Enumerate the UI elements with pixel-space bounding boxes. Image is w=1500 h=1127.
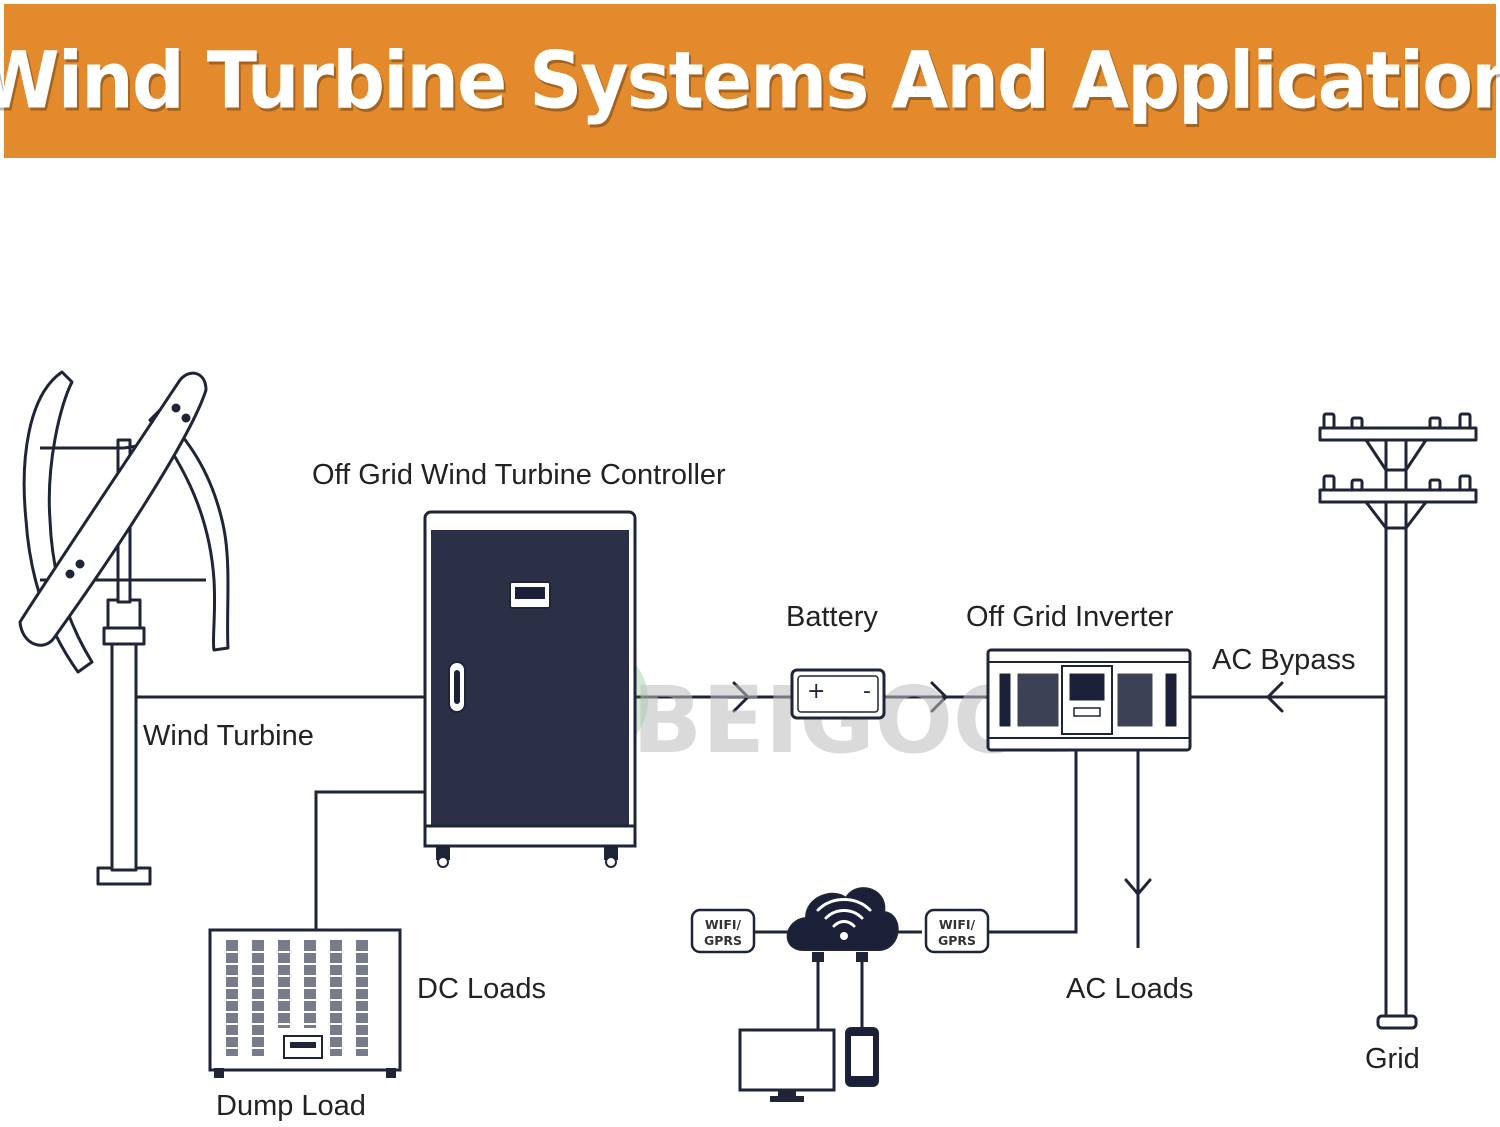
wifi-right-line2: GPRS [938, 933, 976, 948]
monitor-icon [738, 1028, 836, 1102]
flow-arrows [732, 681, 1284, 896]
battery-plus-sign: + [807, 679, 825, 704]
page-title: Wind Turbine Systems And Application [0, 35, 1500, 127]
wind-turbine-label: Wind Turbine [143, 720, 314, 752]
arrow-ac-bypass [1266, 681, 1284, 713]
wifi-right-line1: WIFI/ [939, 917, 976, 932]
battery-minus-sign: - [863, 679, 871, 704]
ac-bypass-label: AC Bypass [1212, 644, 1355, 676]
wifi-gprs-badge-left: WIFI/ GPRS [690, 908, 756, 954]
dump-load-icon [208, 928, 402, 1078]
dump-load-label: Dump Load [216, 1090, 366, 1122]
wifi-gprs-badge-right: WIFI/ GPRS [924, 908, 990, 954]
arrow-ac-loads [1124, 878, 1152, 896]
grid-label: Grid [1365, 1043, 1420, 1075]
controller-cabinet-icon [423, 510, 637, 868]
battery-label: Battery [786, 601, 878, 633]
grid-pole-icon [1318, 412, 1478, 1030]
inverter-icon [986, 648, 1192, 752]
cloud-wifi-icon [786, 887, 899, 962]
dc-loads-label: DC Loads [417, 973, 546, 1005]
wifi-left-line1: WIFI/ [705, 917, 742, 932]
phone-icon [845, 1027, 879, 1087]
wiring [128, 695, 1386, 1030]
title-banner: Wind Turbine Systems And Application [0, 4, 1500, 158]
inverter-label: Off Grid Inverter [966, 601, 1174, 633]
wifi-left-line2: GPRS [704, 933, 742, 948]
arrow-to-inverter [930, 681, 948, 713]
wind-turbine-icon [18, 370, 230, 886]
arrow-to-battery [732, 681, 750, 713]
controller-label: Off Grid Wind Turbine Controller [312, 459, 726, 491]
ac-loads-label: AC Loads [1066, 973, 1193, 1005]
battery-icon: + - [790, 668, 886, 720]
